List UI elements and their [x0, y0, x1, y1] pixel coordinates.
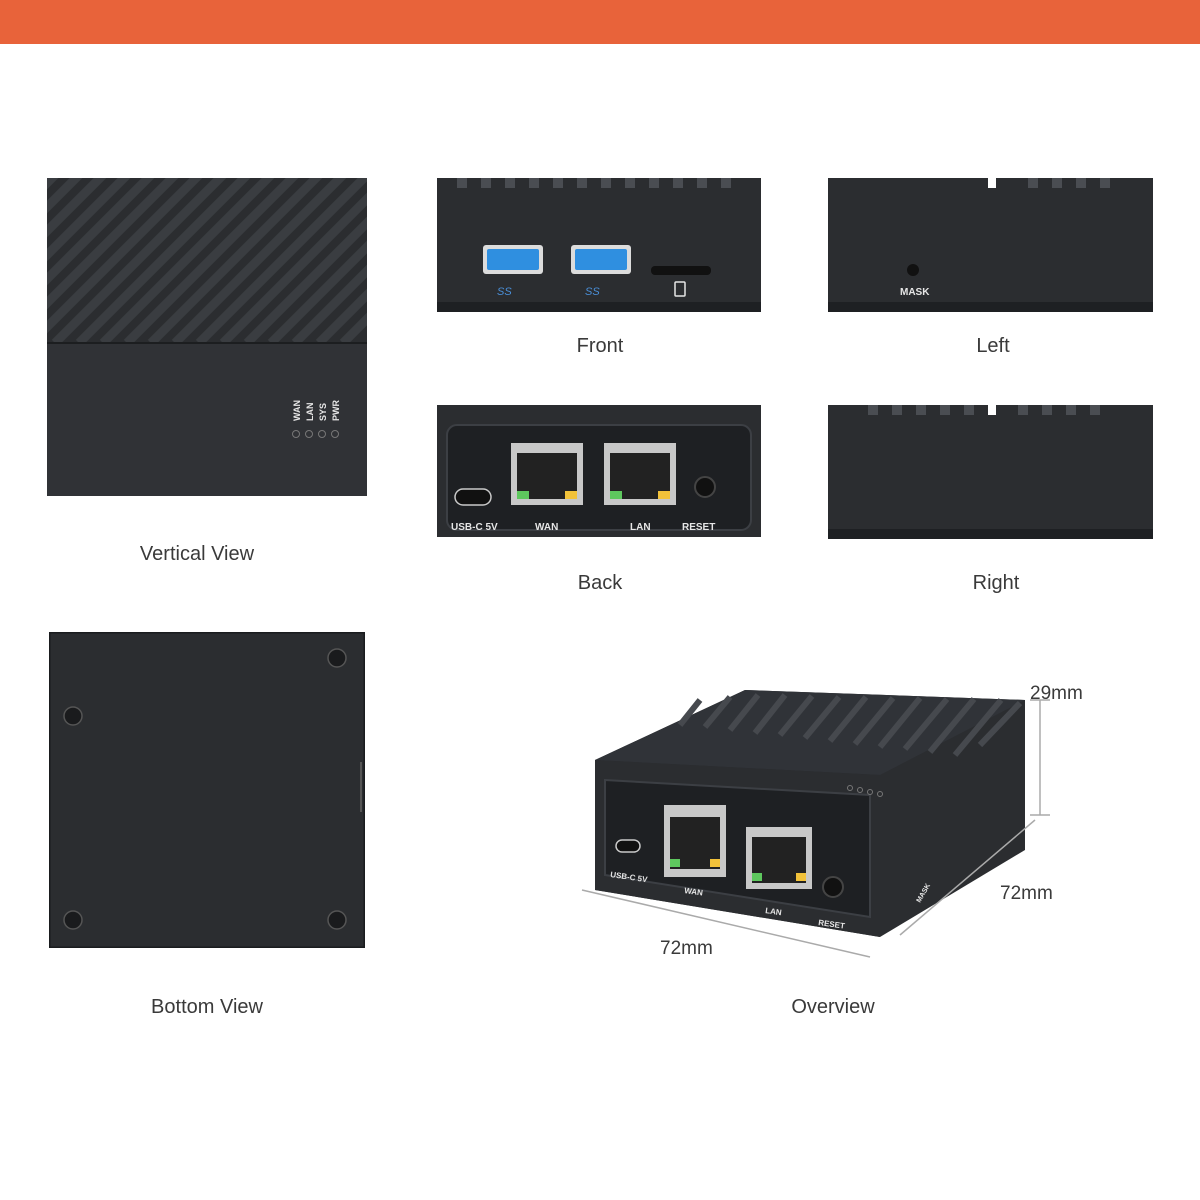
led-label-pwr: PWR [331, 400, 341, 421]
led-label-sys: SYS [318, 403, 328, 421]
front-view-image: SS SS [437, 178, 761, 312]
caption-overview: Overview [791, 996, 875, 1018]
overview-image: USB-C 5V WAN LAN RESET MASK [580, 645, 1080, 975]
port-label-lan: LAN [630, 522, 651, 533]
right-view-image [828, 405, 1153, 539]
dimension-depth: 72mm [1000, 883, 1053, 904]
back-view-image: USB-C 5V WAN LAN RESET [437, 405, 761, 537]
caption-bottom-view: Bottom View [151, 996, 263, 1018]
dimension-width: 72mm [660, 938, 713, 959]
caption-left: Left [976, 335, 1010, 357]
left-view-image: MASK [828, 178, 1153, 312]
usb-label-2: SS [585, 286, 600, 298]
usb-label-1: SS [497, 286, 512, 298]
port-label-usbc: USB-C 5V [451, 522, 498, 533]
dimension-height: 29mm [1030, 683, 1083, 704]
vertical-view-image: WAN LAN SYS PWR [47, 178, 367, 496]
mask-label: MASK [900, 287, 930, 298]
port-label-reset: RESET [682, 522, 715, 533]
caption-front: Front [576, 335, 624, 357]
bottom-view-image [49, 632, 365, 948]
led-label-lan: LAN [305, 403, 315, 422]
overview-label-reset: RESET [818, 918, 846, 931]
top-banner [0, 0, 1200, 44]
overview-label-wan: WAN [684, 886, 704, 898]
port-label-wan: WAN [535, 522, 558, 533]
caption-back: Back [577, 572, 623, 594]
caption-right: Right [972, 572, 1020, 594]
overview-label-lan: LAN [765, 906, 783, 917]
led-label-wan: WAN [292, 400, 302, 421]
caption-vertical-view: Vertical View [139, 543, 255, 565]
